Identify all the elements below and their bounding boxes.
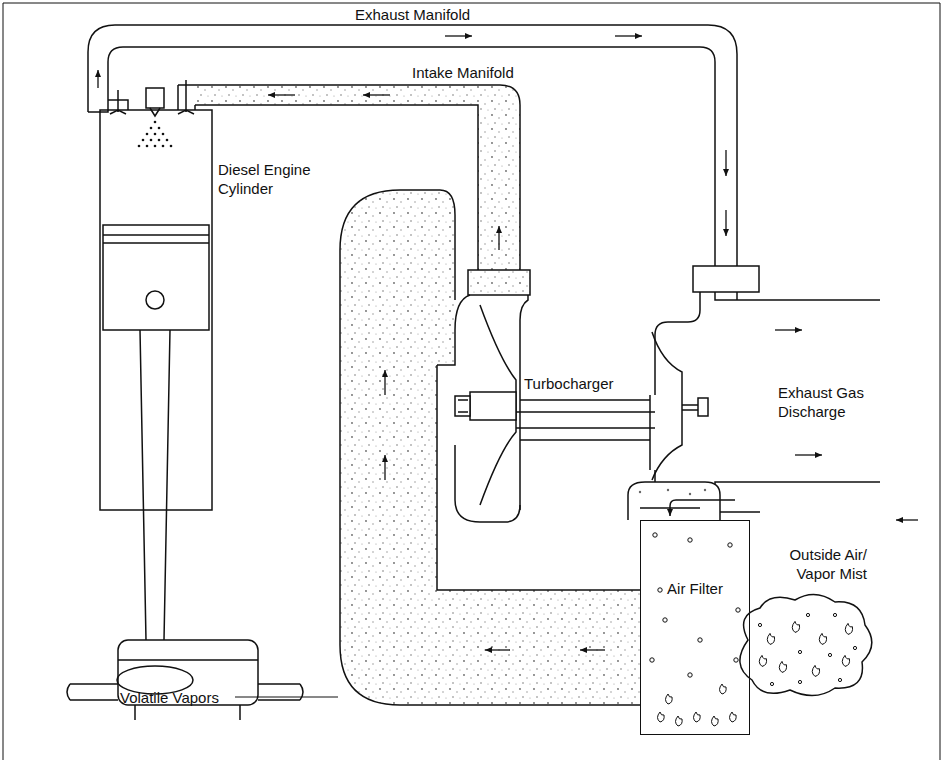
part-label: Intake Manifold bbox=[412, 63, 562, 82]
part-label: Turbocharger bbox=[524, 374, 644, 393]
air-filter-box: Air Filter bbox=[640, 520, 750, 735]
part-label: Exhaust Manifold bbox=[355, 5, 515, 24]
part-label: Volatile Vapors bbox=[120, 688, 232, 707]
filter-label: Air Filter bbox=[641, 579, 749, 598]
part-label: Outside Air/ Vapor Mist bbox=[770, 545, 867, 583]
part-label: Exhaust Gas Discharge bbox=[778, 383, 878, 421]
part-label: Diesel Engine Cylinder bbox=[218, 160, 330, 198]
